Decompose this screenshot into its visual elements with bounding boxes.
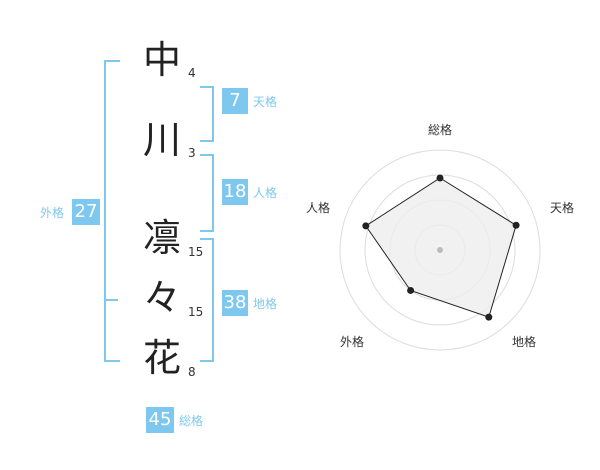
radar-point xyxy=(512,221,520,229)
name-char: 凛 xyxy=(142,216,181,260)
axis-label-gaikaku: 外格 xyxy=(340,334,364,349)
axis-label-soukaku: 総格 xyxy=(428,122,452,137)
radar-point xyxy=(407,286,415,294)
stroke-count: 4 xyxy=(188,66,196,80)
tenkaku-bracket xyxy=(200,86,214,142)
jinkaku-bracket xyxy=(200,154,214,232)
gaikaku-bracket xyxy=(104,60,120,362)
jinkaku-label: 人格 xyxy=(253,186,278,200)
chikaku-bracket xyxy=(200,238,214,362)
radar-center-dot xyxy=(437,247,443,253)
radar-points xyxy=(362,174,520,321)
jinkaku-value-badge: 18 xyxy=(222,179,248,205)
axis-label-chikaku: 地格 xyxy=(512,334,536,349)
radar-point xyxy=(436,174,444,182)
axis-label-tenkaku: 天格 xyxy=(550,200,574,215)
axis-label-jinkaku: 人格 xyxy=(306,200,330,215)
radar-point xyxy=(362,222,370,230)
name-char: 々 xyxy=(142,276,181,320)
name-char: 花 xyxy=(142,336,181,380)
tenkaku-value-badge: 7 xyxy=(222,88,248,114)
stroke-count: 15 xyxy=(188,245,204,259)
chikaku-value-badge: 38 xyxy=(222,290,248,316)
stroke-count: 3 xyxy=(188,146,196,160)
name-char: 川 xyxy=(142,118,181,162)
gaikaku-value-badge: 27 xyxy=(72,199,100,225)
soukaku-label: 総格 xyxy=(179,414,204,428)
tenkaku-label: 天格 xyxy=(253,95,278,109)
soukaku-value-badge: 45 xyxy=(146,407,174,433)
gaikaku-bracket-tick xyxy=(104,299,118,301)
stroke-count: 8 xyxy=(188,365,196,379)
chikaku-label: 地格 xyxy=(253,297,278,311)
radar-ring xyxy=(339,149,541,351)
gaikaku-label: 外格 xyxy=(40,206,65,220)
name-char: 中 xyxy=(142,38,181,82)
radar-point xyxy=(485,313,493,321)
stroke-count: 15 xyxy=(188,305,204,319)
